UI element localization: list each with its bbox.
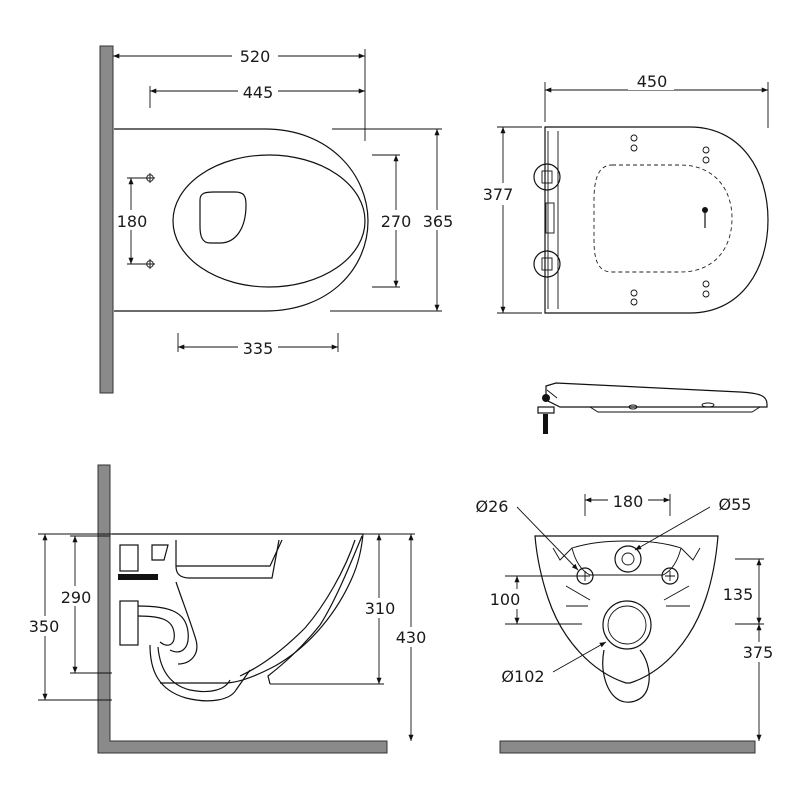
dim-outlet-height-rear-label: 375 (743, 643, 774, 662)
rear-outlet-circle (602, 600, 652, 650)
rear-view-outline (534, 535, 719, 684)
rear-view: Ø26 180 Ø55 100 135 Ø102 375 (476, 490, 780, 754)
seat-side-profile (537, 382, 768, 434)
top-view: 520 445 180 270 365 335 (99, 44, 458, 394)
top-view-drain-opening (199, 191, 247, 244)
top-view-fixing-hole (145, 259, 155, 269)
seat-hinge-circle (533, 250, 561, 278)
seat-view: 450 377 (478, 70, 769, 314)
rear-fixing-hole (661, 567, 679, 585)
dim-overall-width-label: 365 (423, 212, 454, 231)
dim-fixing-hole-diameter-label: Ø26 (476, 497, 509, 516)
dim-fixing-centres-label: 180 (613, 492, 644, 511)
rear-view-floor (499, 740, 756, 754)
dim-opening-length-label: 335 (243, 339, 274, 358)
dim-outlet-diameter-label: Ø102 (501, 667, 544, 686)
top-view-wall (99, 45, 114, 394)
seat-opening-dashed (593, 164, 733, 273)
dim-inlet-diameter-label: Ø55 (719, 495, 752, 514)
dim-bowl-length-label: 445 (243, 83, 274, 102)
side-view-bowl-outline (112, 533, 364, 684)
dim-outlet-height-label: 290 (61, 588, 92, 607)
dim-inlet-offset-label: 135 (723, 585, 754, 604)
dim-overall-length-label: 520 (240, 47, 271, 66)
dim-fixing-spacing-label: 180 (117, 212, 148, 231)
side-view-wall-floor (97, 464, 388, 754)
top-view-bowl-rim (172, 154, 366, 288)
dim-overall-height-label: 350 (29, 617, 60, 636)
dim-rim-height-label: 430 (396, 628, 427, 647)
rear-inlet-circle (614, 545, 642, 573)
seat-hinge-circle (533, 163, 561, 191)
top-view-bowl-outline (114, 128, 369, 312)
seat-outline (544, 126, 769, 314)
side-view: 290 350 310 430 (24, 464, 432, 754)
dim-seat-width-label: 377 (483, 185, 514, 204)
dim-opening-depth-label: 270 (381, 212, 412, 231)
dim-seat-length-label: 450 (637, 72, 668, 91)
top-view-fixing-hole (145, 173, 155, 183)
dim-inner-height-label: 310 (365, 599, 396, 618)
dim-fixing-height-label: 100 (490, 590, 521, 609)
